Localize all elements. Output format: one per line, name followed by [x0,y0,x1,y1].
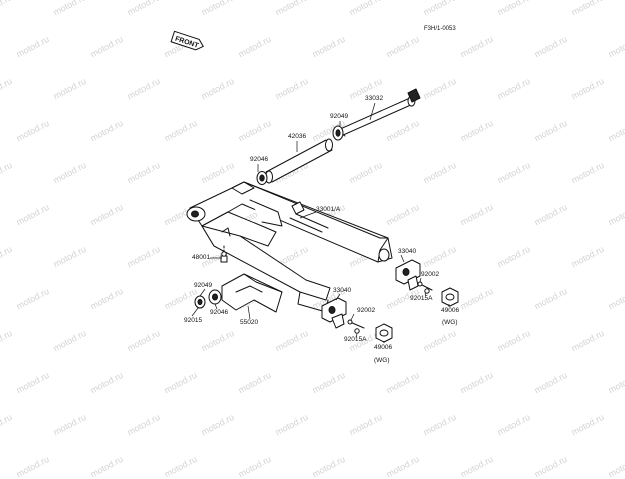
part-label-48001: 48001 [192,254,211,261]
drawing-code: F3H/1-0053 [424,26,456,32]
sleeve-42036 [265,138,333,184]
part-label-92049-top: 92049 [330,113,349,120]
pivot-shaft-33032 [337,88,421,137]
part-label-33040-mid: 33040 [333,287,352,294]
part-label-33001a: 33001/A [316,206,341,213]
wg-label-right: (WG) [442,319,458,326]
cap-49006-mid [375,323,393,343]
part-label-92049-lower: 92049 [194,282,213,289]
wg-label-mid: (WG) [374,357,390,364]
part-label-92046-lower: 92046 [210,309,229,316]
nut-92015a-mid [354,328,360,334]
part-label-49006-right: 49006 [441,307,460,314]
part-label-33032: 33032 [365,95,384,102]
adjuster-33040-right [395,259,421,291]
part-label-92015: 92015 [184,317,203,324]
bolt-92002-right [417,281,433,291]
swing-arm-33001a [186,181,393,313]
washer-92049-lower [194,295,206,309]
part-label-55020: 55020 [240,319,259,326]
part-label-92046-top: 92046 [250,156,269,163]
part-label-92002-right: 92002 [421,271,440,278]
bolt-92002-mid [347,319,365,329]
nut-92015a-right [424,288,430,294]
chain-guard-55020 [221,273,283,313]
bushing-92046-lower [208,289,222,305]
adjuster-33040-mid [321,297,347,329]
part-label-92015a-right: 92015A [410,295,433,302]
part-label-49006-mid: 49006 [374,344,393,351]
part-label-33040-right: 33040 [398,248,417,255]
washer-92049-top [332,125,344,141]
part-label-92002-mid: 92002 [357,307,376,314]
part-label-42036: 42036 [288,133,307,140]
grease-fitting-48001 [220,245,228,263]
cap-49006-right [441,287,459,307]
swing-arm-exploded-diagram [186,88,459,343]
bushing-92046-top [256,171,268,185]
part-label-92015a-mid: 92015A [344,336,367,343]
